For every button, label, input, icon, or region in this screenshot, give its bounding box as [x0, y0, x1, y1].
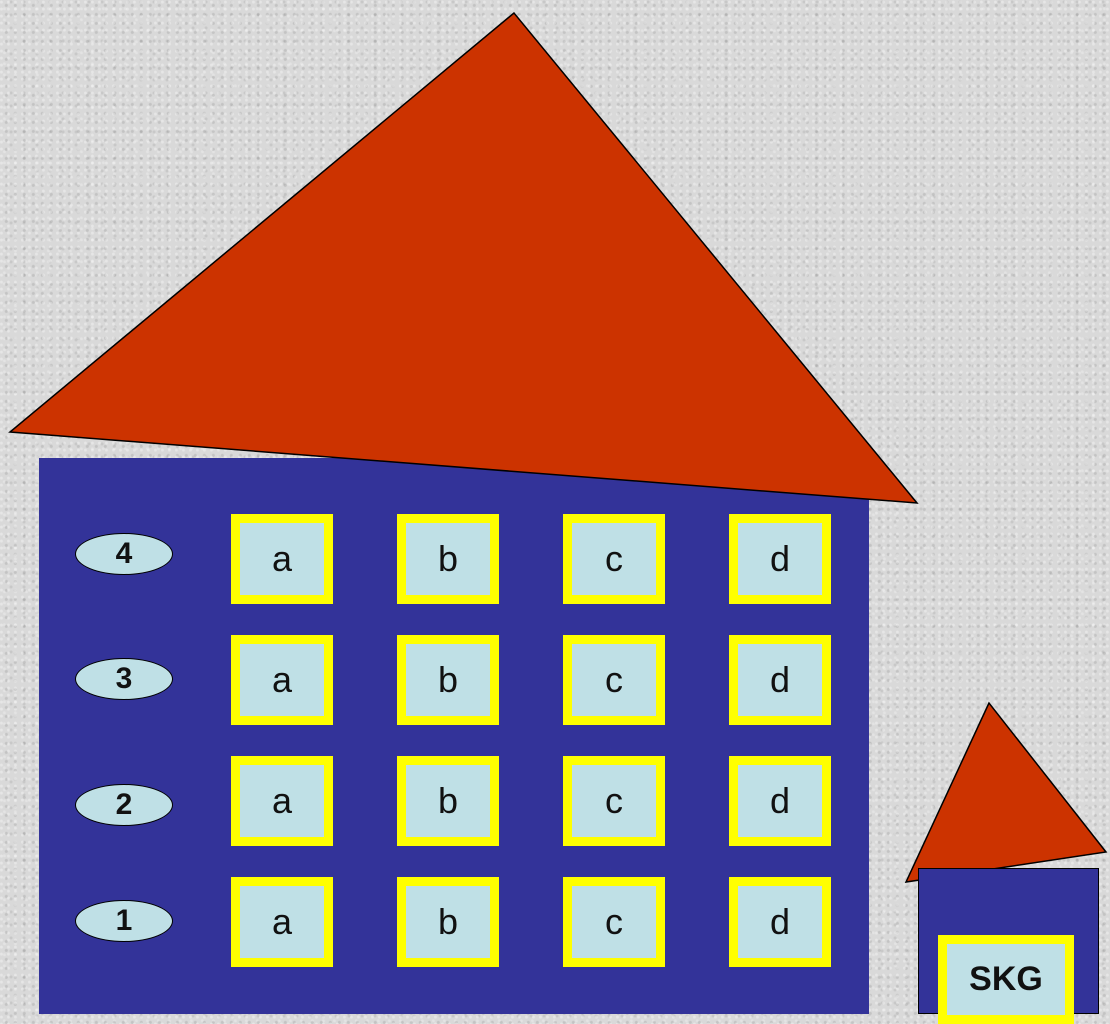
floor-label-3[interactable]: 3: [75, 658, 173, 700]
room-2d[interactable]: d: [729, 756, 831, 846]
room-4b[interactable]: b: [397, 514, 499, 604]
room-3c[interactable]: c: [563, 635, 665, 725]
kiosk-sign[interactable]: SKG: [938, 935, 1074, 1024]
room-2b[interactable]: b: [397, 756, 499, 846]
room-1a[interactable]: a: [231, 877, 333, 967]
room-4d[interactable]: d: [729, 514, 831, 604]
room-1c[interactable]: c: [563, 877, 665, 967]
floor-label-4[interactable]: 4: [75, 533, 173, 575]
floor-label-2[interactable]: 2: [75, 784, 173, 826]
kiosk-roof: [906, 703, 1106, 882]
room-4c[interactable]: c: [563, 514, 665, 604]
room-3d[interactable]: d: [729, 635, 831, 725]
room-1b[interactable]: b: [397, 877, 499, 967]
main-roof: [10, 13, 917, 503]
room-2c[interactable]: c: [563, 756, 665, 846]
room-3b[interactable]: b: [397, 635, 499, 725]
room-2a[interactable]: a: [231, 756, 333, 846]
room-1d[interactable]: d: [729, 877, 831, 967]
room-4a[interactable]: a: [231, 514, 333, 604]
room-3a[interactable]: a: [231, 635, 333, 725]
floor-label-1[interactable]: 1: [75, 900, 173, 942]
